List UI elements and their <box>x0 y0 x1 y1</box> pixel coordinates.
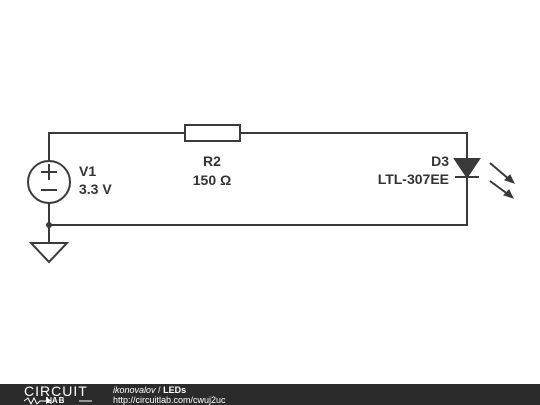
voltage-source-v1[interactable] <box>27 160 71 204</box>
wire-top-right <box>240 132 468 159</box>
d3-name-label: D3 <box>431 153 449 169</box>
logo-diode-line-icon <box>24 396 92 405</box>
logo-circuit-text: CIRCUIT <box>24 383 88 399</box>
breadcrumb-separator: / <box>158 385 161 395</box>
wire-top <box>48 132 185 160</box>
r2-name-label: R2 <box>203 153 221 169</box>
resistor-r2[interactable] <box>184 124 241 142</box>
footer-bar: CIRCUIT LAB ikonovalov / LEDs http://cir… <box>0 384 540 405</box>
led-d3[interactable] <box>453 158 481 179</box>
author-title-line: ikonovalov / LEDs <box>113 385 186 395</box>
wire-right <box>48 177 468 226</box>
v1-name-label: V1 <box>79 163 96 179</box>
r2-value-label: 150 Ω <box>193 172 231 188</box>
light-emission-arrows-icon <box>489 162 515 199</box>
d3-value-label: LTL-307EE <box>378 171 449 187</box>
v1-value-label: 3.3 V <box>79 181 112 197</box>
circuit-schematic: V1 3.3 V R2 150 Ω D3 LTL-307EE <box>27 124 515 264</box>
ground-symbol <box>28 242 70 264</box>
circuit-title-link[interactable]: LEDs <box>163 385 187 395</box>
circuit-url-link[interactable]: http://circuitlab.com/cwuj2uc <box>113 395 226 405</box>
junction-node <box>46 222 52 228</box>
logo-lab-text: LAB <box>46 396 66 405</box>
author-link[interactable]: ikonovalov <box>113 385 156 395</box>
